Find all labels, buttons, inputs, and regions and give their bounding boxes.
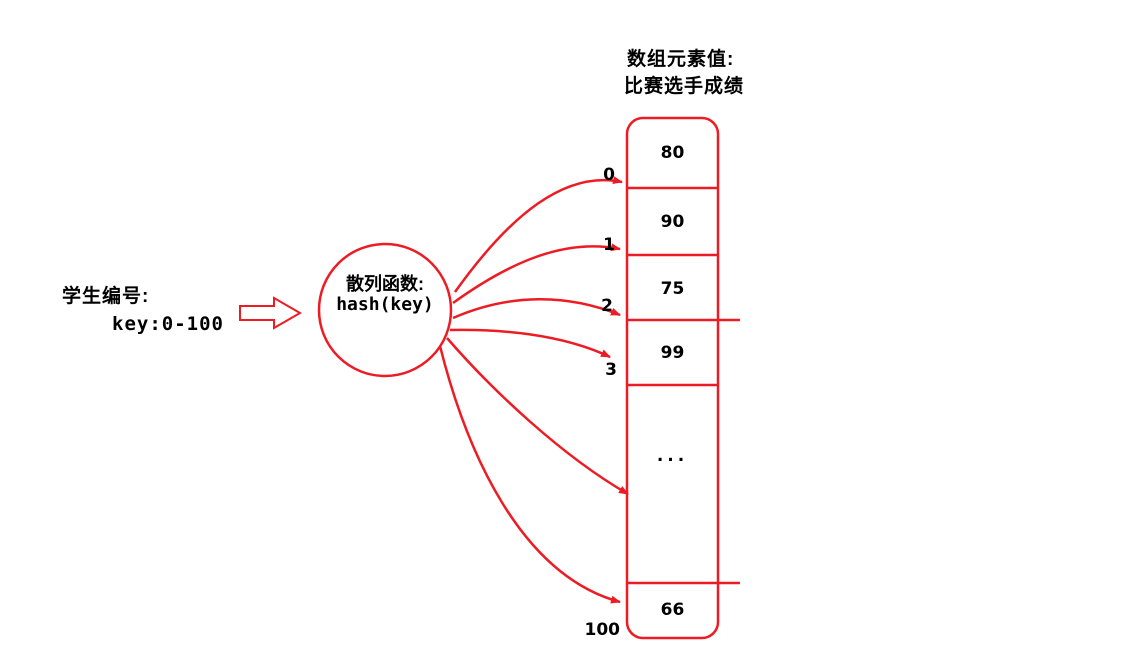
key-range-label: key:0-100	[112, 313, 224, 335]
hash-circle-label: 散列函数:	[346, 274, 424, 294]
mapping-arrow-index-2	[452, 298, 621, 320]
array-cell-value: 80	[660, 143, 685, 163]
array-index-label: 3	[605, 360, 617, 380]
mapping-arrow-index-100	[438, 345, 621, 604]
array-outline	[625, 116, 720, 640]
array-cell-ellipsis: ...	[656, 446, 689, 466]
array-title-line2: 比赛选手成绩	[624, 76, 745, 97]
array-cell-value: 90	[660, 212, 685, 232]
mapping-arrow-index-3	[449, 328, 611, 359]
array-cell-value: 99	[660, 343, 685, 363]
input-block-arrow	[239, 296, 303, 330]
mapping-arrow-index-1	[452, 243, 621, 305]
array-title-line1: 数组元素值:	[627, 49, 735, 70]
hash-function-expression: hash(key)	[336, 294, 434, 315]
array-index-label: 1	[603, 235, 615, 255]
student-id-label: 学生编号:	[62, 286, 150, 307]
mapping-arrow-dots	[446, 337, 629, 496]
array-index-label: 100	[584, 620, 621, 640]
hash-circle-shape	[317, 242, 453, 378]
array-cell-value: 66	[660, 600, 685, 620]
array-cell-value: 75	[660, 279, 685, 299]
mapping-arrow-index-0	[453, 176, 623, 293]
array-index-label: 0	[603, 165, 615, 185]
array-index-label: 2	[601, 296, 613, 316]
